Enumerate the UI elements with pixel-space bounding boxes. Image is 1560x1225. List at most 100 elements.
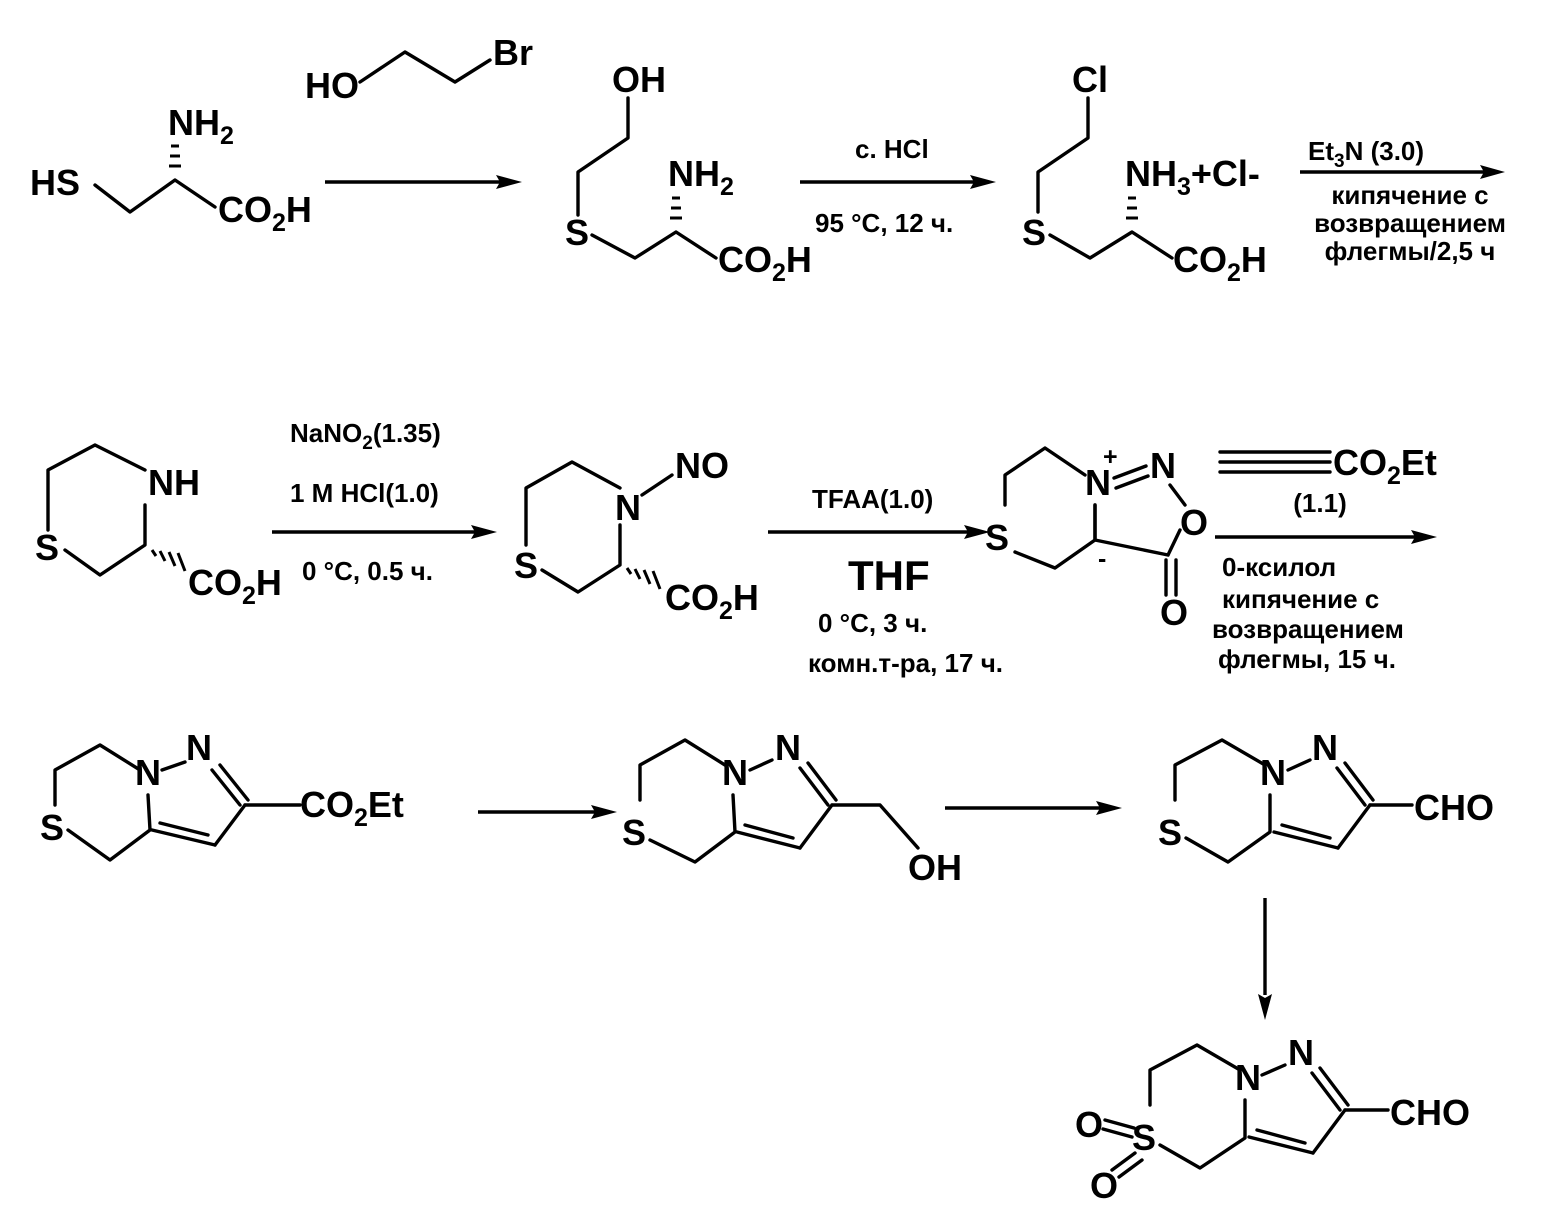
atom-NH3-Cl: NH3+Cl-: [1125, 153, 1260, 201]
condition-below-2: комн.т-ра, 17 ч.: [808, 648, 1003, 678]
atom-N: N: [1260, 752, 1286, 793]
charge-minus: -: [1098, 545, 1106, 573]
condition-below-3: флегмы/2,5 ч: [1325, 236, 1496, 266]
bond: [832, 805, 918, 848]
reaction-arrow-2: c. HCl 95 °C, 12 ч.: [800, 134, 996, 238]
condition-below: 0 °C, 0.5 ч.: [302, 556, 433, 586]
atom-S: S: [35, 527, 59, 568]
condition-below-1: кипячение с: [1331, 180, 1488, 210]
atom-NH: NH: [148, 462, 200, 503]
compound-sydnone: S N + N O - O: [985, 443, 1208, 633]
compound-sulfone-aldehyde: S O O N N CHO: [1075, 1032, 1470, 1206]
atom-CHO: CHO: [1390, 1092, 1470, 1133]
reaction-arrow-5: TFAA(1.0) THF 0 °C, 3 ч. комн.т-ра, 17 ч…: [768, 484, 1003, 678]
bond: [1050, 232, 1172, 258]
atom-O: O: [1090, 1165, 1118, 1206]
atom-S: S: [985, 517, 1009, 558]
condition-above: TFAA(1.0): [812, 484, 933, 514]
bond: [737, 832, 800, 848]
atom-OH: OH: [612, 59, 666, 100]
bond: [65, 505, 145, 575]
atom-S: S: [40, 807, 64, 848]
reaction-arrow-4: NaNO2(1.35) 1 M HCl(1.0) 0 °C, 0.5 ч.: [272, 418, 497, 586]
bond: [220, 765, 248, 800]
reagent-HO: HO: [305, 65, 359, 106]
atom-CO2Et: CO2Et: [300, 784, 404, 832]
compound-cysteine: HS NH2 CO2H: [30, 102, 312, 237]
atom-N: N: [186, 727, 212, 768]
bond: [1175, 740, 1265, 800]
atom-OH: OH: [908, 847, 962, 888]
compound-hydroxyethyl-cysteine: OH S NH2 CO2H: [565, 59, 812, 287]
bond: [640, 740, 725, 800]
condition-above: c. HCl: [855, 134, 929, 164]
condition-below-4: флегмы, 15 ч.: [1218, 644, 1396, 674]
atom-N: N: [1288, 1032, 1314, 1073]
condition-below-1: 0 °C, 3 ч.: [818, 608, 927, 638]
atom-Cl: Cl: [1072, 59, 1108, 100]
bond: [1103, 1129, 1132, 1137]
bond: [542, 525, 620, 592]
bond: [578, 98, 628, 215]
atom-CO2H: CO2H: [188, 562, 282, 610]
reaction-arrow-9: [1258, 898, 1272, 1020]
atom-NH2: NH2: [668, 153, 734, 201]
atom-NH2: NH2: [168, 102, 234, 150]
reaction-arrow-8: [945, 801, 1122, 815]
bond: [68, 795, 150, 860]
condition-above-2: 1 M HCl(1.0): [290, 478, 439, 508]
bond: [1274, 832, 1338, 848]
condition-below-3: возвращением: [1212, 614, 1404, 644]
stereo-hash-bond: [627, 568, 660, 589]
condition-equiv: (1.1): [1293, 488, 1346, 518]
bond: [1249, 1137, 1313, 1153]
reaction-arrow-6: CO2Et (1.1) 0-ксилол кипячение с возвращ…: [1212, 442, 1437, 674]
bond: [1038, 98, 1088, 212]
atom-CO2H: CO2H: [1173, 239, 1267, 287]
atom-O: O: [1075, 1104, 1103, 1145]
bond: [1105, 1120, 1134, 1128]
atom-N: N: [722, 752, 748, 793]
atom-CO2H: CO2H: [665, 577, 759, 625]
condition-below-1: 0-ксилол: [1222, 552, 1336, 582]
bond: [1015, 505, 1095, 568]
bond: [1160, 1100, 1245, 1168]
atom-N: N: [135, 752, 161, 793]
bond: [55, 745, 140, 805]
compound-pyrazolothiazine-aldehyde: S N N CHO: [1158, 727, 1494, 862]
bond: [1005, 448, 1085, 505]
bond: [95, 180, 215, 212]
bond: [800, 805, 832, 848]
stereo-hash-bond: [670, 198, 682, 218]
condition-below-2: кипячение с: [1222, 584, 1379, 614]
bond: [1338, 805, 1370, 848]
atom-N: N: [1312, 727, 1338, 768]
reaction-arrow-3: Et3N (3.0) кипячение с возвращением флег…: [1300, 136, 1506, 266]
bond: [1313, 1110, 1345, 1153]
bond: [1114, 466, 1146, 478]
reagent-CO2Et: CO2Et: [1333, 442, 1437, 490]
atom-O-carbonyl: O: [1160, 592, 1188, 633]
atom-S: S: [1158, 812, 1182, 853]
compound-chloroethyl-cysteine-hcl: Cl S NH3+Cl- CO2H: [1022, 59, 1267, 287]
bond: [360, 52, 490, 82]
reagent-Br: Br: [493, 32, 533, 73]
compound-nitroso-thiomorpholine: S N NO CO2H: [514, 445, 759, 625]
condition-solvent: THF: [848, 552, 930, 599]
bond: [162, 762, 185, 770]
atom-NO: NO: [675, 445, 729, 486]
atom-O: O: [1180, 502, 1208, 543]
reagent-ethyl-propiolate: CO2Et: [1220, 442, 1437, 490]
atom-CO2H: CO2H: [218, 189, 312, 237]
bond: [212, 770, 240, 805]
bond: [642, 475, 672, 495]
atom-S: S: [565, 212, 589, 253]
atom-HS: HS: [30, 162, 80, 203]
bond: [1186, 795, 1270, 862]
bond: [650, 795, 735, 862]
bond: [1288, 760, 1310, 770]
reagent-bromoethanol: HO Br: [305, 32, 533, 106]
bond: [1150, 1045, 1240, 1105]
atom-N: N: [775, 727, 801, 768]
